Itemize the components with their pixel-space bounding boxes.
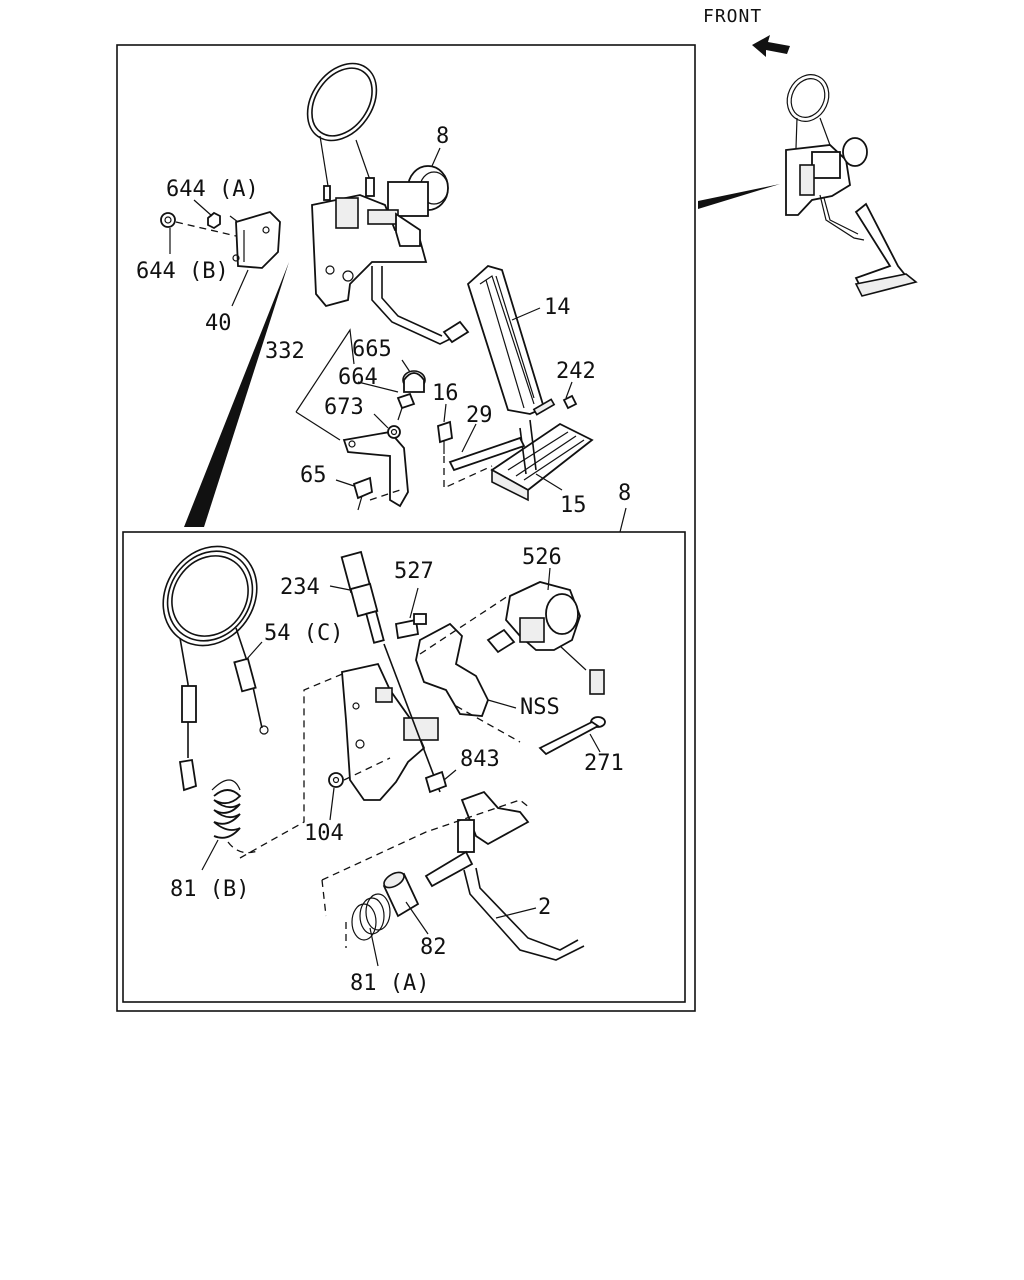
cable-54c bbox=[162, 545, 269, 792]
screw-527 bbox=[394, 613, 427, 640]
label-527: 527 bbox=[394, 559, 434, 584]
label-242: 242 bbox=[556, 359, 596, 384]
actuator-526 bbox=[486, 581, 605, 695]
label-526: 526 bbox=[522, 545, 562, 570]
label-104: 104 bbox=[304, 821, 344, 846]
spring-81b bbox=[211, 669, 353, 859]
pedal-arm-2 bbox=[321, 790, 585, 961]
label-40: 40 bbox=[205, 311, 232, 336]
front-label: FRONT bbox=[703, 6, 762, 27]
label-644a: 644 (A) bbox=[166, 177, 259, 202]
label-29: 29 bbox=[466, 403, 493, 428]
control-assembly-top bbox=[306, 62, 470, 345]
label-14: 14 bbox=[544, 295, 571, 320]
location-callout-wedge bbox=[698, 184, 780, 209]
overview-assembly bbox=[785, 74, 918, 297]
label-16: 16 bbox=[432, 381, 459, 406]
spring-81a bbox=[345, 893, 391, 948]
label-271: 271 bbox=[584, 751, 624, 776]
label-81b: 81 (B) bbox=[170, 877, 249, 902]
bolt-271 bbox=[538, 716, 606, 756]
bracket-lower bbox=[328, 662, 439, 801]
subassembly-frame bbox=[122, 531, 686, 1003]
bushing-82 bbox=[382, 871, 420, 918]
nut-843 bbox=[424, 770, 448, 794]
label-nss: NSS bbox=[520, 695, 560, 720]
label-673: 673 bbox=[324, 395, 364, 420]
label-665: 665 bbox=[352, 337, 392, 362]
front-arrow-icon bbox=[752, 35, 790, 57]
detail-callout-wedge bbox=[184, 262, 289, 527]
label-81a: 81 (A) bbox=[350, 971, 429, 996]
label-644b: 644 (B) bbox=[136, 259, 229, 284]
label-664: 664 bbox=[338, 365, 378, 390]
label-332: 332 bbox=[265, 339, 305, 364]
label-82: 82 bbox=[420, 935, 447, 960]
bracket-40 bbox=[160, 210, 281, 269]
leader-lines bbox=[169, 147, 627, 967]
label-2: 2 bbox=[538, 895, 551, 920]
accelerator-pedal-14 bbox=[437, 264, 594, 502]
main-frame bbox=[116, 44, 696, 1012]
label-8-box: 8 bbox=[618, 481, 631, 506]
rod-234 bbox=[340, 550, 441, 793]
label-54c: 54 (C) bbox=[264, 621, 343, 646]
label-65: 65 bbox=[300, 463, 327, 488]
label-15: 15 bbox=[560, 493, 587, 518]
bracket-kit-332 bbox=[342, 370, 426, 511]
label-234: 234 bbox=[280, 575, 320, 600]
label-8-top: 8 bbox=[436, 124, 449, 149]
label-843: 843 bbox=[460, 747, 500, 772]
nss-bracket bbox=[415, 595, 521, 743]
